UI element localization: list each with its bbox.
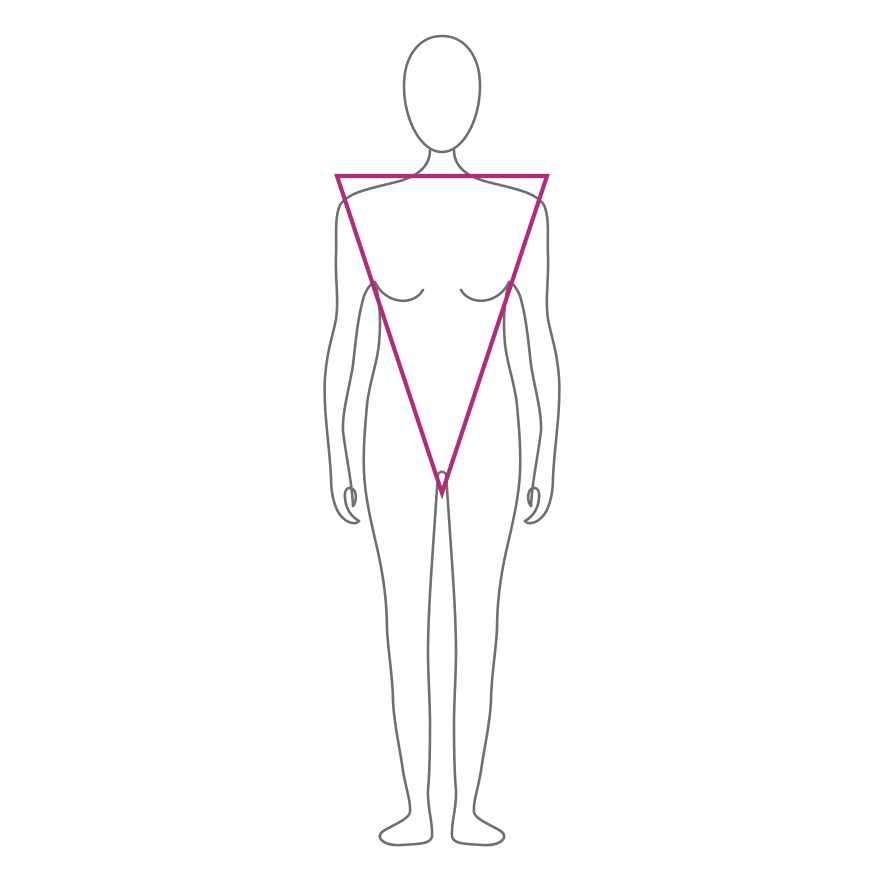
- left-hand-contour: [343, 486, 361, 523]
- inverted-triangle-shape: [334, 173, 550, 500]
- crotch-line: [436, 470, 448, 476]
- left-bust-curve: [373, 280, 425, 303]
- right-bust-curve: [459, 280, 511, 303]
- right-body-contour: [452, 148, 561, 525]
- right-torso-leg: [444, 280, 522, 847]
- left-body-contour: [323, 148, 432, 525]
- head-outline: [402, 34, 482, 154]
- left-torso-leg: [362, 280, 440, 847]
- right-inner-arm: [507, 280, 543, 508]
- left-inner-arm: [341, 280, 377, 508]
- right-hand-contour: [523, 486, 541, 523]
- female-body-outline: [323, 34, 561, 847]
